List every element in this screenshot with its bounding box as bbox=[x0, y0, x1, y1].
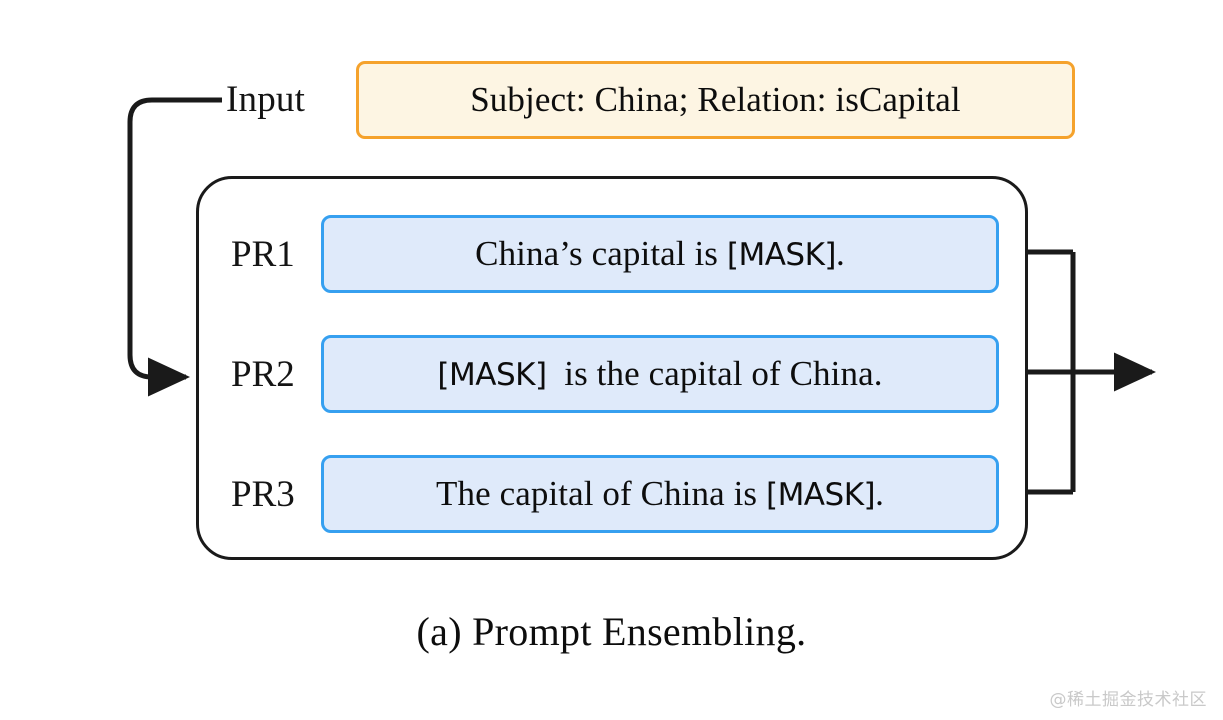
figure-caption: (a) Prompt Ensembling. bbox=[416, 609, 807, 654]
prompt-text-pr3-after: . bbox=[875, 474, 884, 513]
mask-token-pr2: [MASK] bbox=[437, 357, 547, 393]
mask-token-pr1: [MASK] bbox=[726, 237, 837, 273]
input-label: Input bbox=[226, 79, 306, 120]
prompt-text-pr2-after: is the capital of China. bbox=[546, 354, 883, 393]
prompt-box-pr1[interactable]: China’s capital is [MASK]. bbox=[321, 215, 999, 293]
input-box-text: Subject: China; Relation: isCapital bbox=[470, 80, 961, 119]
prompt-row-pr3: PR3 The capital of China is [MASK]. bbox=[231, 455, 999, 533]
prompt-label-pr1: PR1 bbox=[231, 233, 295, 275]
prompt-container: PR1 China’s capital is [MASK]. PR2 [MASK… bbox=[196, 176, 1028, 560]
prompt-label-pr2: PR2 bbox=[231, 353, 295, 395]
prompt-text-pr3-before: The capital of China is bbox=[436, 474, 766, 513]
prompt-text-pr1-after: . bbox=[836, 234, 845, 273]
prompt-label-pr3: PR3 bbox=[231, 473, 295, 515]
watermark: @稀土掘金技术社区 bbox=[1049, 690, 1207, 710]
prompt-text-pr2: [MASK] is the capital of China. bbox=[437, 354, 882, 394]
prompt-text-pr1: China’s capital is [MASK]. bbox=[475, 234, 845, 274]
prompt-text-pr3: The capital of China is [MASK]. bbox=[436, 474, 884, 514]
prompt-text-pr1-before: China’s capital is bbox=[475, 234, 727, 273]
prompt-row-pr2: PR2 [MASK] is the capital of China. bbox=[231, 335, 999, 413]
input-box[interactable]: Subject: China; Relation: isCapital bbox=[356, 61, 1075, 139]
prompt-box-pr3[interactable]: The capital of China is [MASK]. bbox=[321, 455, 999, 533]
mask-token-pr3: [MASK] bbox=[765, 477, 876, 513]
prompt-row-pr1: PR1 China’s capital is [MASK]. bbox=[231, 215, 999, 293]
prompt-box-pr2[interactable]: [MASK] is the capital of China. bbox=[321, 335, 999, 413]
